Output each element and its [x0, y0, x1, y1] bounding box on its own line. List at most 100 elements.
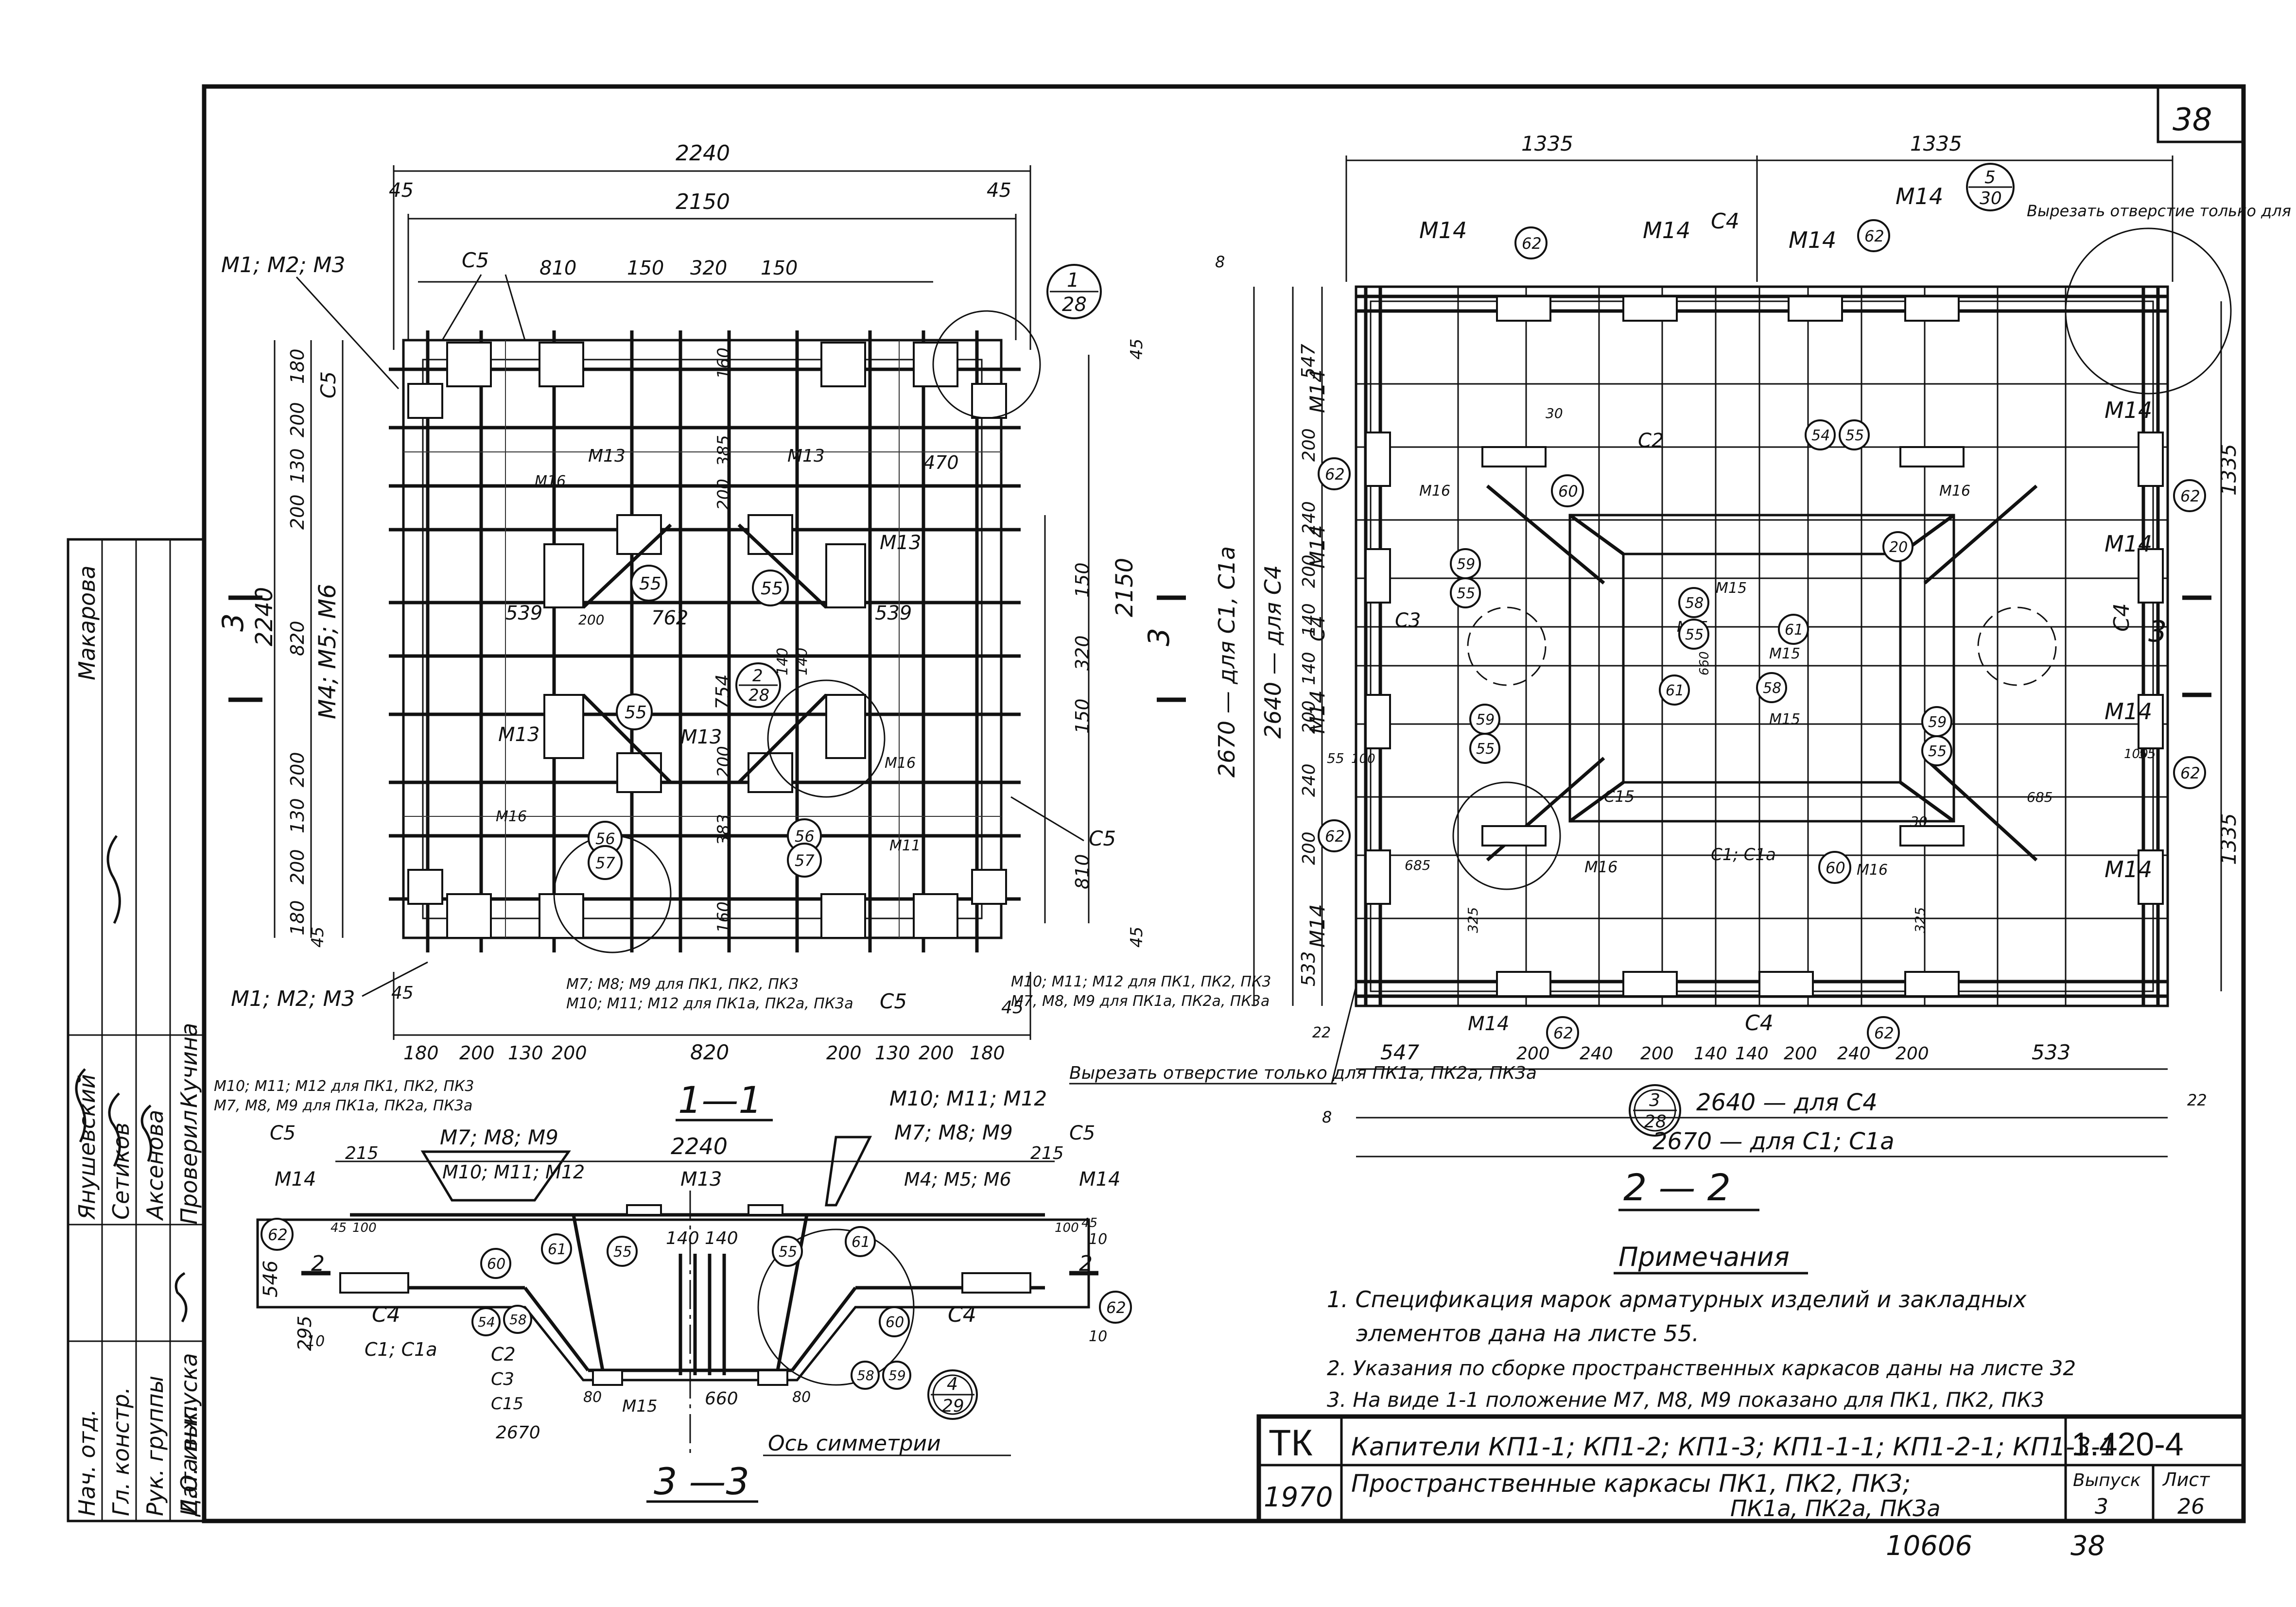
title-block: ТК 1970 Капители КП1-1; КП1-2; КП1-3; КП… — [1256, 1414, 2246, 1523]
label-m15-c: М15 — [1769, 645, 1800, 662]
label-c5-right: С5 — [1089, 827, 1116, 850]
title-line-2b: ПК1а, ПК2а, ПК3а — [1730, 1495, 1941, 1521]
bubble-55-1-text: 55 — [1457, 585, 1475, 602]
section-outline — [256, 1218, 1090, 1382]
bubble-60-2-text: 60 — [1826, 859, 1845, 877]
dim-bottom-240-b: 240 — [1837, 1044, 1871, 1064]
dim-bottom-240-a: 240 — [1580, 1044, 1613, 1064]
bubble-55-2: 55 — [1469, 733, 1500, 764]
detail-circle-2 — [767, 679, 886, 798]
dim-320: 320 — [690, 257, 727, 279]
bubble-56-a-text: 56 — [595, 829, 615, 848]
bubble-3-3-60-a-text: 60 — [487, 1256, 505, 1273]
bubble-55-5: 55 — [1839, 419, 1870, 450]
bubble-55-c-text: 55 — [625, 703, 647, 723]
label-m1-m2-m3-bottom: М1; М2; М3 — [231, 986, 355, 1011]
label-c5-top: С5 — [462, 248, 489, 272]
signature-checked — [106, 835, 121, 924]
dim-2-2-1335-b: 1335 — [1910, 132, 1962, 156]
cut-mark-2-2-right: 3 — [2148, 615, 2167, 649]
note-m7-bottom-left: М7, М8, М9 для ПК1а, ПК2а, ПК3а — [214, 1097, 472, 1114]
dim-inner-200a: 200 — [714, 479, 733, 510]
note-m10-bottom-left: М10; М11; М12 для ПК1, ПК2, ПК3 — [214, 1078, 474, 1095]
m7-plate-left — [420, 1150, 571, 1202]
signature-1 — [75, 1068, 87, 1143]
dim-inner-160b: 160 — [714, 901, 733, 933]
bubble-3-3-54: 54 — [471, 1307, 501, 1336]
dim-bottom-45a: 45 — [391, 983, 414, 1003]
label-c4-left: С4 — [1307, 616, 1329, 641]
small-dim-22-b: 22 — [2187, 1091, 2207, 1109]
label-3-3-m4: М4; М5; М6 — [904, 1169, 1011, 1190]
label-3-3-c1-c1a: С1; С1а — [365, 1339, 437, 1360]
detail-ref-1-28: 1 28 — [1046, 264, 1102, 319]
bubble-55-5-text: 55 — [1845, 427, 1864, 444]
dim-3-3-2670: 2670 — [496, 1423, 540, 1443]
dim-left-200b: 200 — [287, 494, 308, 530]
view-title-1-1: 1—1 — [678, 1078, 762, 1122]
dim-inner-140b: 140 — [794, 648, 811, 675]
rebar-grid-2-2 — [1356, 287, 2168, 1006]
dim-bottom-200-d: 200 — [1896, 1044, 1929, 1064]
label-c3: С3 — [1395, 609, 1421, 632]
dim-left-547: 547 — [1298, 344, 1319, 379]
embedded-plates-1-1 — [407, 342, 1007, 939]
view-1-1: 2240 2150 45 45 810 150 320 150 — [214, 141, 1271, 1122]
dim-bottom-820: 820 — [690, 1040, 729, 1064]
name-2: Сетиков — [108, 1123, 134, 1220]
bubble-59-3-text: 59 — [1928, 714, 1947, 731]
dim-3-3-215-b: 215 — [1030, 1143, 1064, 1163]
dim-top-45-right: 45 — [987, 179, 1011, 202]
detail-ref-2-bottom: 28 — [748, 686, 769, 705]
title-line-2a: Пространственные каркасы ПК1, ПК2, ПК3; — [1351, 1469, 1911, 1498]
dim-left-130b: 130 — [287, 798, 308, 833]
bubble-61-2-text: 61 — [1666, 682, 1684, 699]
dim-bottom-200-b: 200 — [1640, 1044, 1674, 1064]
dim-right-320: 320 — [1072, 635, 1093, 671]
role-2: Гл. констр. — [108, 1387, 134, 1516]
label-3-3-c5-left: С5 — [270, 1122, 296, 1144]
bubble-62-7: 62 — [1546, 1016, 1579, 1049]
dim-bottom-180b: 180 — [970, 1042, 1005, 1064]
label-3-3-c2: С2 — [491, 1344, 516, 1365]
dim-3-3-total: 2240 — [671, 1133, 728, 1159]
frame-1-1-outline — [402, 339, 1003, 939]
label-m16-a: М16 — [1419, 483, 1450, 500]
rebar-grid-1-1 — [389, 330, 1021, 952]
bubble-3-3-62-right-text: 62 — [1106, 1298, 1126, 1317]
dim-150-a: 150 — [627, 257, 664, 279]
role-3: Рук. группы — [142, 1376, 168, 1516]
name-4: Кучина — [176, 1023, 202, 1108]
dim-bottom-200-c: 200 — [1784, 1044, 1817, 1064]
label-m16-a: М16 — [535, 473, 566, 490]
dim-left-200d: 200 — [287, 849, 308, 884]
bubble-3-3-55-a: 55 — [607, 1236, 638, 1267]
dim-3-3-45-a: 45 — [330, 1221, 347, 1235]
label-3-3-m14-left: М14 — [275, 1168, 316, 1191]
label-3-3-m10-left: М10; М11; М12 — [442, 1161, 585, 1183]
bubble-60-1: 60 — [1551, 474, 1584, 507]
small-dim-55-a: 55 — [1327, 750, 1344, 766]
dim-left-200-c: 200 — [1299, 700, 1319, 734]
label-m10-m11-m12-note: М10; М11; М12 для ПК1а, ПК2а, ПК3а — [566, 995, 853, 1012]
small-dim-55-b: 55 — [2139, 745, 2156, 761]
dim-bottom-200c: 200 — [826, 1042, 862, 1064]
symmetry-axis-label: Ось симметрии — [768, 1431, 941, 1456]
bubble-3-3-59: 59 — [882, 1361, 911, 1390]
bubble-61-1-text: 61 — [1785, 622, 1803, 639]
bubble-60-2: 60 — [1818, 851, 1851, 884]
dim-3-3-660: 660 — [705, 1389, 738, 1409]
bubble-3-3-61-b-text: 61 — [852, 1234, 870, 1251]
bubble-3-3-62-left: 62 — [261, 1218, 294, 1251]
dim-left-820: 820 — [287, 621, 308, 656]
label-m14-13: М14 — [1468, 1013, 1509, 1035]
bubble-55-4-text: 55 — [1685, 626, 1704, 643]
cut-mark-1-1-right: 3 — [1142, 628, 1176, 646]
label-m16-c: М16 — [1584, 858, 1618, 876]
dim-3-3-295: 295 — [294, 1315, 315, 1351]
issue-label: Выпуск — [2073, 1470, 2141, 1490]
small-dim-100-b: 100 — [2124, 747, 2148, 761]
